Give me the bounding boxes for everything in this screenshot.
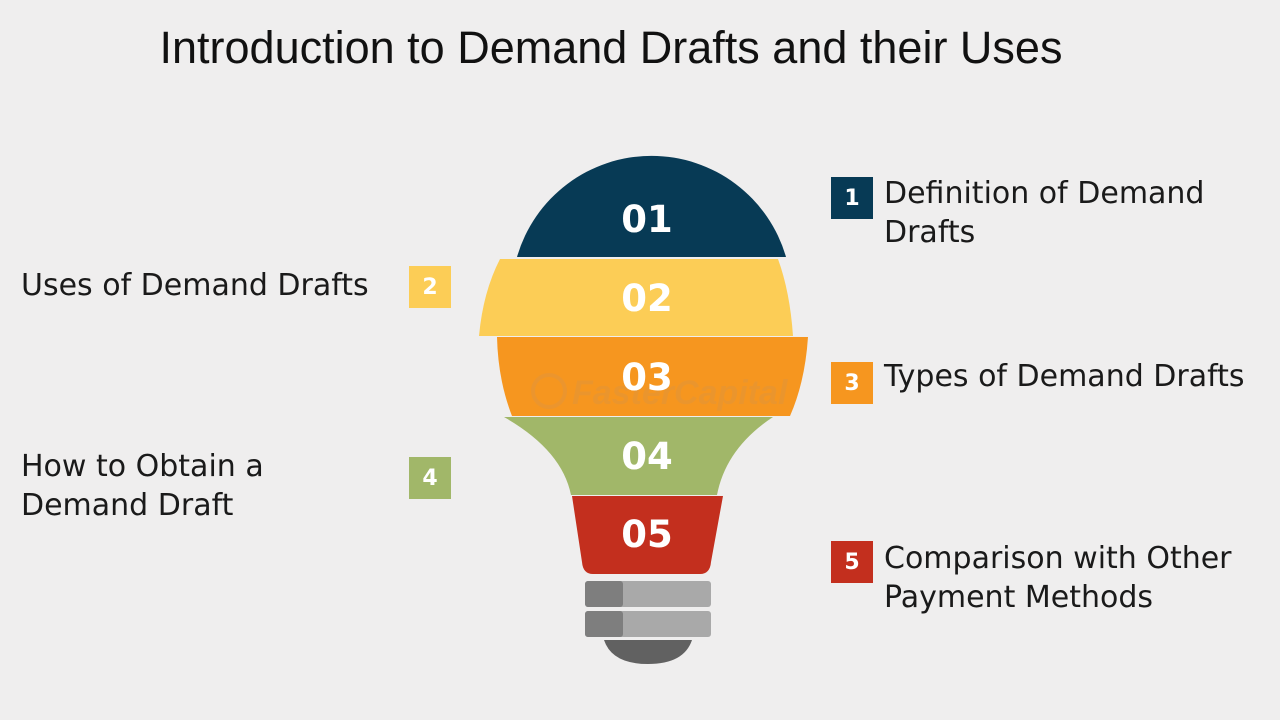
segment-number-04: 04 xyxy=(621,435,673,478)
segment-number-05: 05 xyxy=(621,513,673,556)
page-title: Introduction to Demand Drafts and their … xyxy=(159,22,1063,73)
bulb-segment-02 xyxy=(479,259,793,336)
segment-number-01: 01 xyxy=(621,198,673,241)
item-badge-1: 1 xyxy=(831,177,873,219)
watermark: FasterCapital xyxy=(531,373,789,412)
item-badge-5: 5 xyxy=(831,541,873,583)
item-badge-4: 4 xyxy=(409,457,451,499)
bulb-segment-04 xyxy=(504,417,773,495)
item-label-1: Definition of Demand Drafts xyxy=(884,176,1205,250)
item-badge-3: 3 xyxy=(831,362,873,404)
bulb-segment-01 xyxy=(517,155,786,257)
bulb-base-ring-1-shade xyxy=(585,581,623,607)
segment-number-02: 02 xyxy=(621,277,673,320)
bulb-base-tip xyxy=(604,640,692,664)
segment-number-03: 03 xyxy=(621,356,673,399)
bulb-base-ring-2-shade xyxy=(585,611,623,637)
item-label-4: How to Obtain a Demand Draft xyxy=(21,449,264,523)
bulb-segment-03 xyxy=(497,337,808,416)
watermark-logo-icon xyxy=(531,373,567,409)
bulb-segment-05 xyxy=(572,496,723,574)
item-label-3: Types of Demand Drafts xyxy=(884,359,1245,394)
item-label-5: Comparison with Other Payment Methods xyxy=(884,541,1232,615)
item-label-2: Uses of Demand Drafts xyxy=(21,268,369,303)
item-badge-2: 2 xyxy=(409,266,451,308)
watermark-text: FasterCapital xyxy=(572,374,789,412)
